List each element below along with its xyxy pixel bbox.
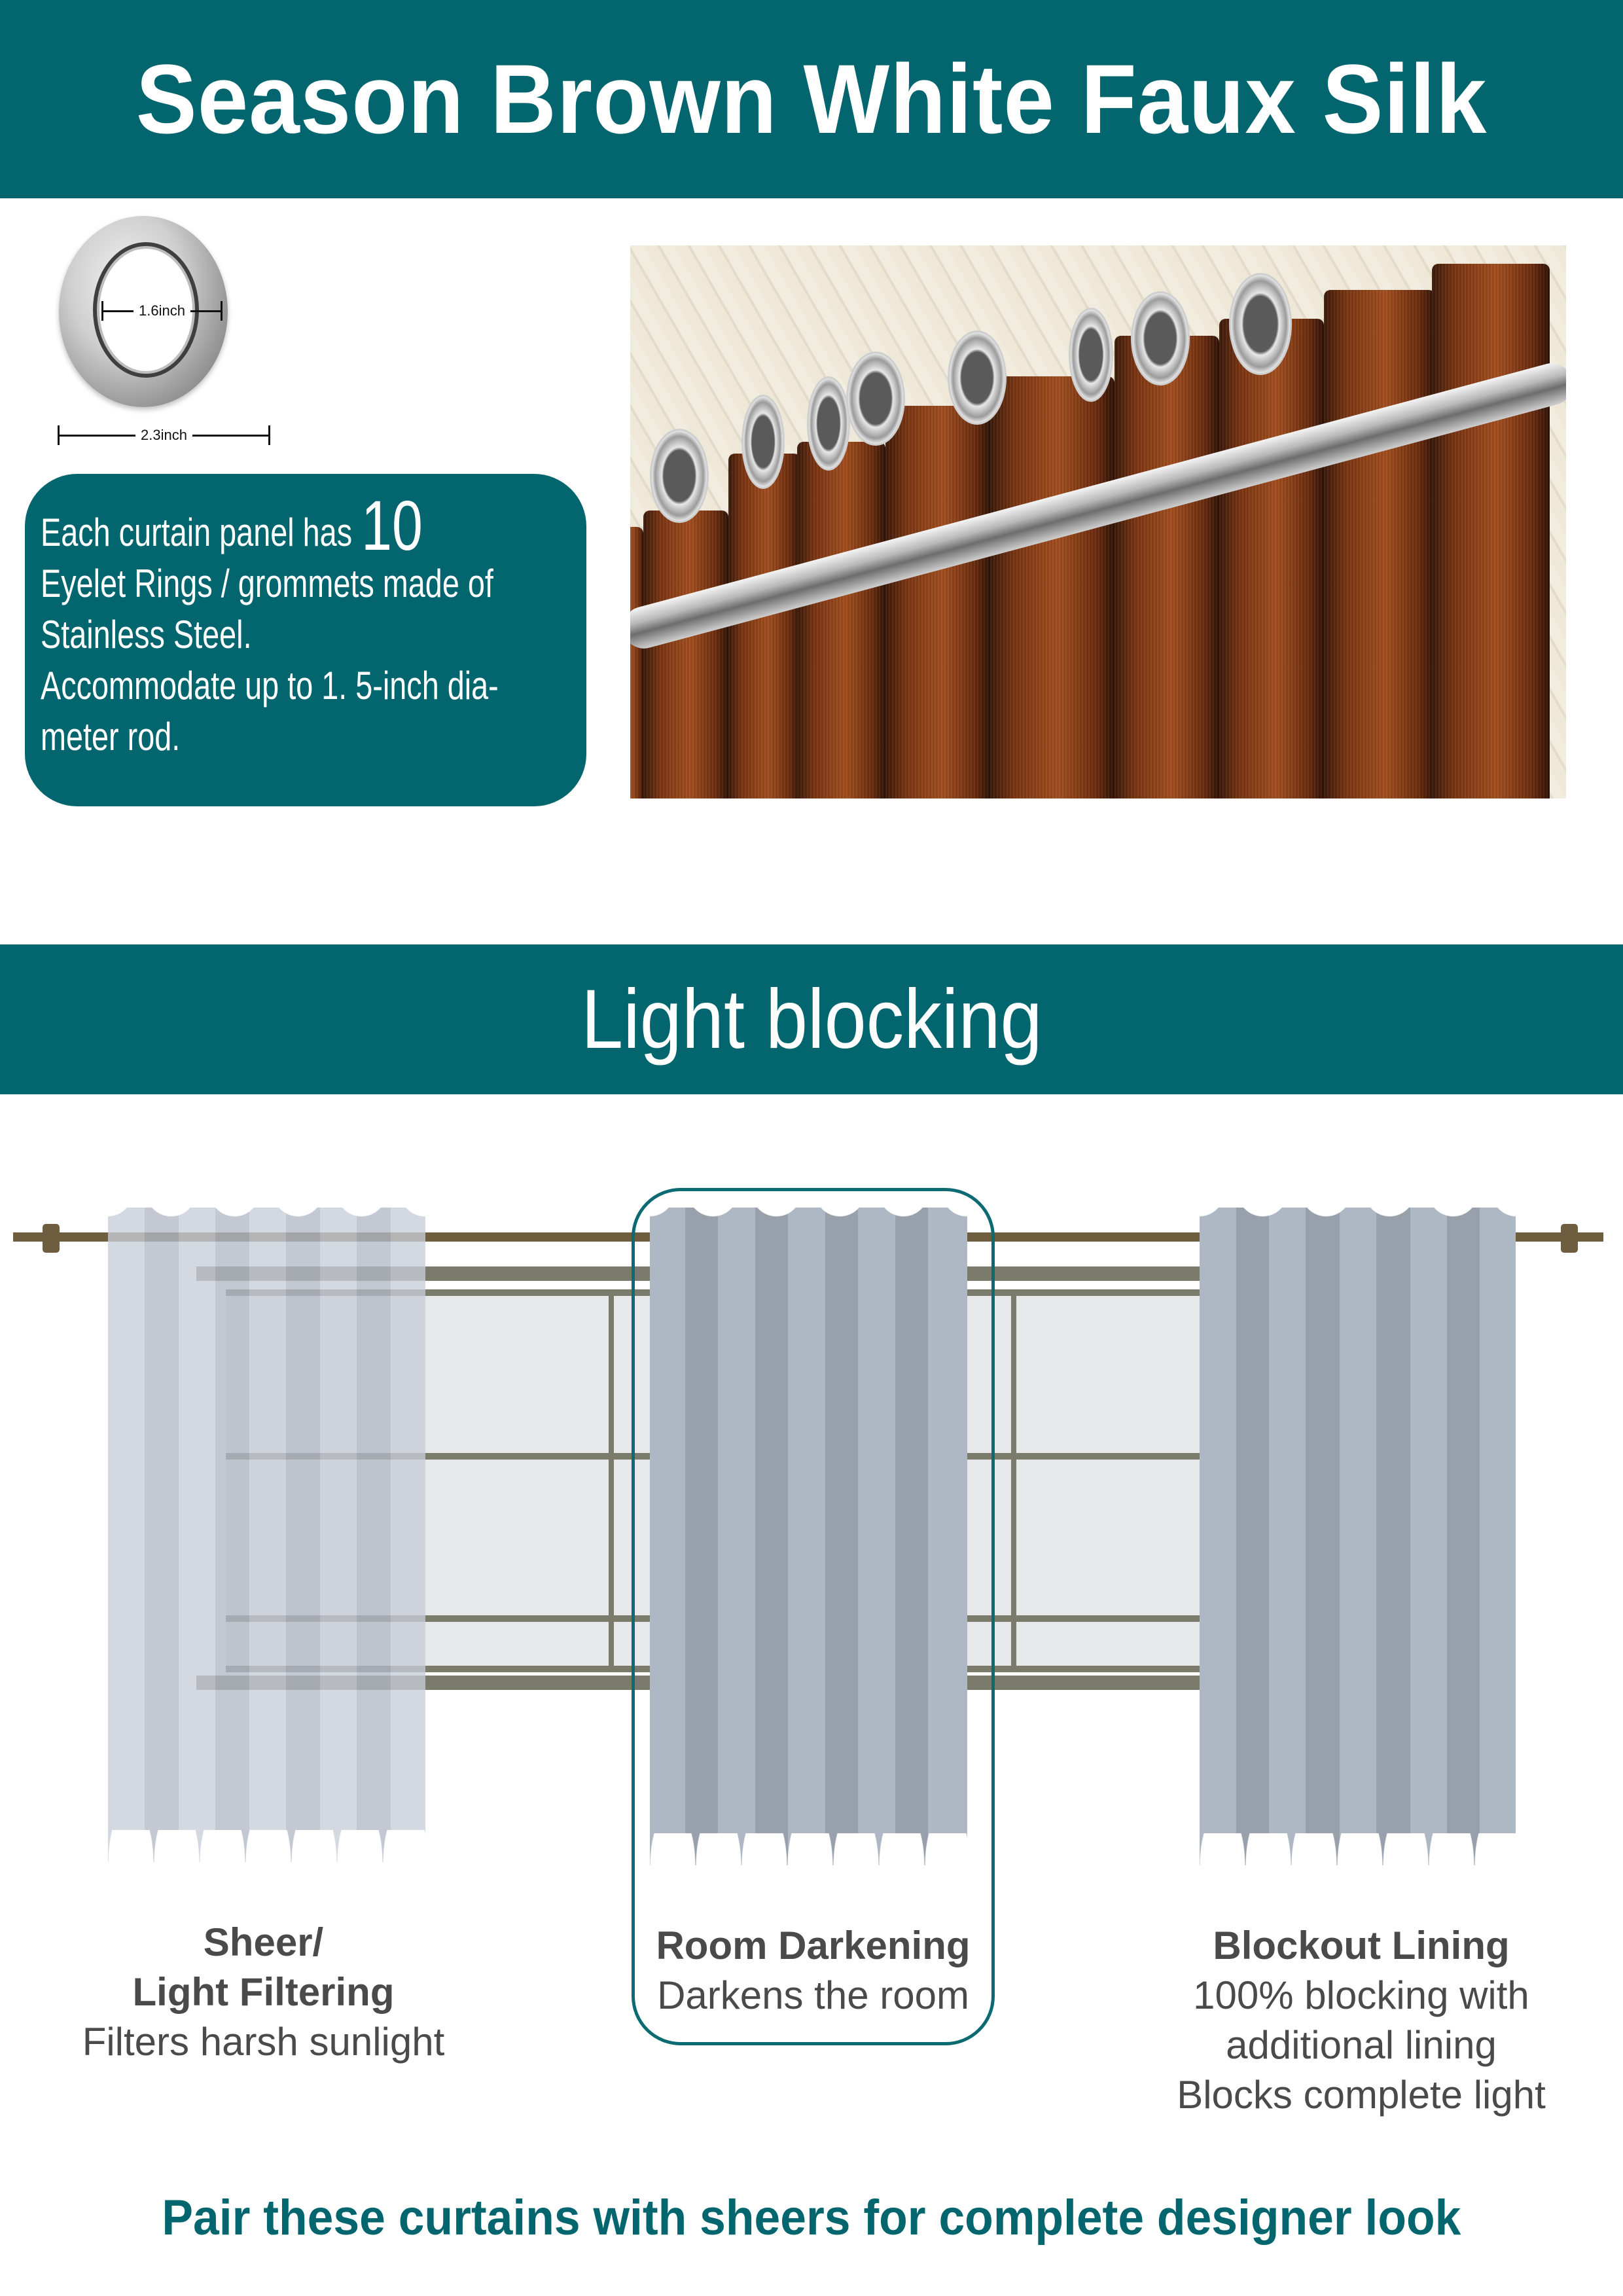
eyelet-ring-icon	[1131, 291, 1190, 386]
eyelet-ring-icon	[846, 351, 905, 446]
eyelet-ring-icon	[948, 331, 1007, 425]
light-blocking-banner: Light blocking	[0, 944, 1623, 1094]
eyelet-ring-icon	[1069, 308, 1113, 402]
ring-count: 10	[361, 486, 423, 565]
room-darkening-description: Darkens the room	[657, 1973, 969, 2017]
blockout-description-line1: 100% blocking with	[1193, 1973, 1529, 2017]
sheer-title-line1: Sheer/	[203, 1920, 324, 1964]
eyelet-ring-icon	[1229, 273, 1292, 375]
sheer-title-line2: Light Filtering	[132, 1970, 395, 2014]
blockout-label: Blockout Lining 100% blocking with addit…	[1139, 1921, 1584, 2120]
title-banner: Season Brown White Faux Silk	[0, 0, 1623, 198]
eyelet-ring-icon	[741, 395, 785, 489]
blockout-title: Blockout Lining	[1213, 1924, 1510, 1967]
rod-finial-icon	[1561, 1224, 1578, 1253]
info-line-5: meter rod.	[41, 715, 181, 759]
inner-diameter-label: 1.6inch	[139, 302, 185, 319]
product-photo	[630, 245, 1566, 798]
room-darkening-highlight	[632, 1188, 995, 2045]
room-darkening-title: Room Darkening	[656, 1924, 971, 1967]
tagline-text: Pair these curtains with sheers for comp…	[162, 2190, 1461, 2246]
eyelet-ring-icon	[807, 376, 850, 471]
blockout-description-line3: Blocks complete light	[1177, 2073, 1546, 2117]
rod-finial-icon	[43, 1224, 60, 1253]
sheer-label: Sheer/ Light Filtering Filters harsh sun…	[39, 1918, 488, 2067]
inner-diameter-dimension: 1.6inch	[101, 301, 223, 321]
outer-diameter-label: 2.3inch	[141, 427, 187, 443]
info-line-2: Eyelet Rings / grommets made of	[41, 562, 493, 605]
info-line-4: Accommodate up to 1. 5-inch dia-	[41, 664, 499, 708]
light-blocking-diagram	[0, 1165, 1623, 1898]
eyelet-ring-icon	[650, 429, 709, 523]
info-line-3: Stainless Steel.	[41, 613, 252, 656]
room-darkening-curtain-illustration	[650, 1208, 967, 1865]
product-title: Season Brown White Faux Silk	[135, 44, 1488, 154]
sheer-description: Filters harsh sunlight	[82, 2020, 445, 2064]
room-darkening-label: Room Darkening Darkens the room	[632, 1921, 995, 2020]
sheer-curtain-illustration	[108, 1208, 425, 1862]
footer-tagline: Pair these curtains with sheers for comp…	[0, 2189, 1623, 2246]
blockout-curtain-illustration	[1200, 1208, 1516, 1865]
outer-diameter-dimension: 2.3inch	[58, 425, 271, 445]
light-blocking-title: Light blocking	[580, 973, 1043, 1066]
blockout-description-line2: additional lining	[1226, 2023, 1497, 2067]
